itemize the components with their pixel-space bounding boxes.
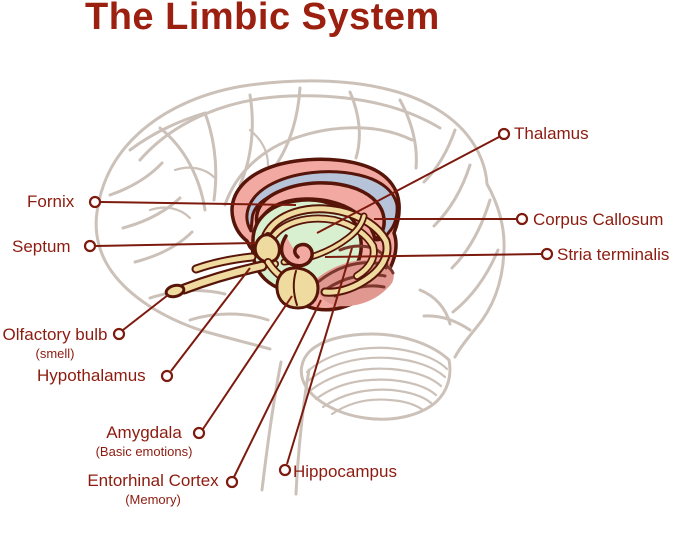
diagram-title: The Limbic System xyxy=(85,0,440,38)
amygdala-leader-line xyxy=(202,295,293,430)
label-corpus-callosum: Corpus Callosum xyxy=(533,210,664,229)
brainstem-lines xyxy=(260,360,311,496)
corpus-callosum-marker xyxy=(515,212,529,226)
hippocampus-marker xyxy=(278,463,292,477)
olfactory-bulb-shape xyxy=(164,283,186,299)
label-olfactory-bulb-sub: (smell) xyxy=(35,346,75,361)
olfactory-bulb-marker xyxy=(112,327,126,341)
brain-outline-sketch xyxy=(94,79,506,496)
hypothalamus-leader-line xyxy=(170,267,251,372)
label-stria-terminalis: Stria terminalis xyxy=(557,245,670,264)
amygdala-shape xyxy=(275,266,320,310)
label-hypothalamus: Hypothalamus xyxy=(37,366,146,385)
olfactory-bulb-leader-line xyxy=(122,294,169,331)
label-amygdala: Amygdala (Basic emotions) xyxy=(88,423,200,459)
amygdala-crease xyxy=(292,270,298,306)
entorhinal-cortex-marker xyxy=(225,475,239,489)
thalamus-leader-line xyxy=(316,136,500,234)
stria-terminalis-marker xyxy=(540,247,554,261)
fornix-marker xyxy=(88,195,102,209)
fornix-leader-line xyxy=(100,201,297,206)
hypothalamus-marker xyxy=(160,369,174,383)
septum-shape xyxy=(253,233,281,264)
septum-leader-line xyxy=(95,242,257,247)
fornix-column-hook xyxy=(279,234,314,268)
label-hippocampus: Hippocampus xyxy=(293,462,397,481)
label-septum: Septum xyxy=(12,237,71,256)
hippocampus-leader-line xyxy=(286,247,353,465)
label-fornix: Fornix xyxy=(27,192,75,211)
brain-gyri-squiggles xyxy=(108,86,500,332)
cerebellum-outline xyxy=(299,332,452,421)
septum-marker xyxy=(83,239,97,253)
label-thalamus: Thalamus xyxy=(514,124,589,143)
leader-lines xyxy=(83,127,554,489)
label-olfactory-bulb: Olfactory bulb (smell) xyxy=(0,325,110,361)
entorhinal-cortex-leader-line xyxy=(233,299,322,478)
brain-cortex-outline xyxy=(94,79,506,359)
cerebellum-stripes xyxy=(305,346,449,416)
amygdala-marker xyxy=(192,426,206,440)
limbic-structures xyxy=(164,157,401,312)
label-amygdala-sub: (Basic emotions) xyxy=(95,444,193,459)
label-entorhinal-cortex: Entorhinal Cortex (Memory) xyxy=(84,471,222,507)
label-entorhinal-cortex-sub: (Memory) xyxy=(125,492,181,507)
stria-terminalis-leader-line xyxy=(324,253,542,258)
thalamus-marker xyxy=(497,127,511,141)
